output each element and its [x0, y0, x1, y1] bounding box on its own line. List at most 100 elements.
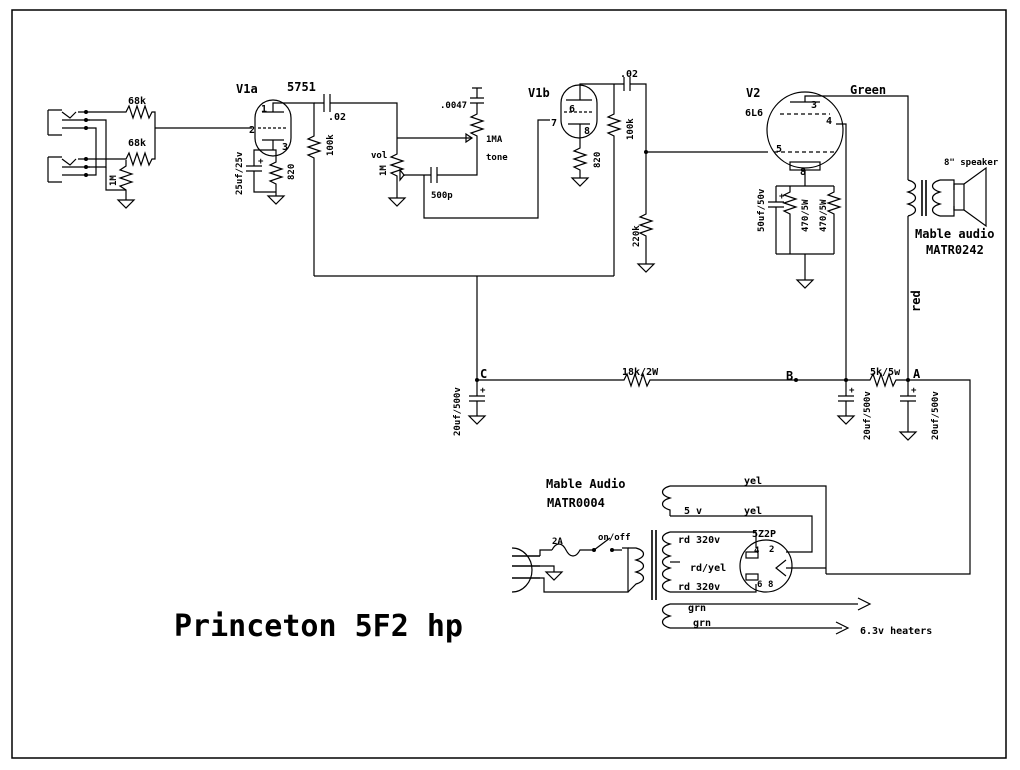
rect-pin2: 2 — [769, 545, 774, 555]
tube-v2 — [766, 91, 844, 171]
ground-symbol — [540, 565, 564, 581]
svg-text:+: + — [480, 386, 486, 396]
ground-symbol — [795, 278, 815, 289]
v2-type-label: 6L6 — [745, 108, 763, 119]
svg-text:+: + — [779, 192, 785, 202]
svg-text:+: + — [849, 386, 855, 396]
sec-rd2-label: rd 320v — [678, 582, 720, 593]
r-470-v2b-label: 470/5W — [819, 199, 829, 232]
r-100k-plate-v1a-label: 100k — [326, 134, 336, 156]
r-68k-2-label: 68k — [128, 138, 146, 149]
pot-tone — [469, 110, 485, 145]
switch-label: on/off — [598, 533, 631, 543]
v1a-pin2: 2 — [249, 125, 255, 136]
v1a-pin3: 3 — [282, 142, 288, 153]
ground-symbol — [636, 262, 656, 273]
r-470-v2a — [782, 186, 798, 254]
c-cathode-v2-label: 50uf/50v — [757, 188, 767, 232]
r-100k-plate-v1b — [606, 110, 622, 276]
node-b-label: B — [786, 369, 793, 383]
c-filter-b-label: 20uf/500v — [863, 391, 873, 440]
ground-symbol — [387, 190, 407, 207]
node-a-label: A — [913, 367, 921, 381]
v1a-label: V1a — [236, 82, 258, 96]
svg-text:+: + — [911, 386, 917, 396]
rectifier-label: 5Z2P — [752, 529, 776, 540]
v2-pin3: 3 — [811, 100, 817, 111]
v1b-pin6: 6 — [569, 104, 575, 115]
pot-volume-label: vol — [371, 151, 387, 161]
r-1m-input-label: 1M — [109, 175, 119, 186]
sec-rd1-label: rd 320v — [678, 535, 720, 546]
tube-v1b — [560, 84, 598, 139]
r-18k-supply — [620, 372, 796, 388]
output-part-label: MATR0242 — [926, 243, 984, 257]
ground-symbol — [266, 192, 286, 205]
v1b-pin7: 7 — [551, 118, 557, 129]
v2-pin8: 8 — [800, 167, 806, 178]
sec-yel2-label: yel — [744, 506, 762, 517]
heaters-label: 6.3v heaters — [860, 626, 932, 637]
v2-pin5: 5 — [776, 144, 782, 155]
rect-pin4: 4 — [754, 546, 760, 556]
speaker-icon — [953, 166, 987, 228]
ground-symbol — [116, 196, 136, 209]
c-filter-a-label: 20uf/500v — [931, 391, 941, 440]
ground-symbol — [570, 176, 590, 187]
input-jack-2 — [47, 156, 90, 183]
r-820-v1b-label: 820 — [593, 152, 603, 168]
pot-tone-value: 1MA — [486, 135, 503, 145]
r-5k-supply-label: 5k/5w — [870, 367, 901, 378]
rect-pin6: 6 — [757, 580, 762, 590]
wire-red-label: red — [909, 290, 923, 312]
c-couple2-label: .02 — [620, 69, 638, 80]
page-border — [11, 9, 1007, 759]
sec-grn1-label: grn — [688, 603, 706, 614]
c-cathode-v1a-label: 25uf/25v — [235, 151, 245, 195]
c-cathode-v2: + — [768, 186, 785, 254]
sec-grn2-label: grn — [693, 618, 711, 629]
v1b-pin8: 8 — [584, 126, 590, 137]
pot-volume — [389, 138, 405, 190]
r-18k-supply-label: 18k/2W — [622, 367, 659, 378]
c-filter-a: + — [898, 380, 918, 441]
c-couple1-label: .02 — [328, 112, 346, 123]
v1a-pin1: 1 — [261, 104, 267, 115]
r-470-v2a-label: 470/5W — [801, 199, 811, 232]
rectifier-tube — [739, 539, 793, 593]
r-470-v2b — [826, 186, 842, 254]
c-tone-label: .0047 — [440, 101, 467, 111]
c-filter-c-label: 20uf/500v — [453, 387, 463, 436]
v2-pin4: 4 — [826, 116, 832, 127]
sec-5v-label: 5 v — [684, 506, 702, 517]
r-68k-1-label: 68k — [128, 96, 146, 107]
c-cathode-v1a: + — [246, 156, 264, 185]
r-1m-input — [118, 160, 134, 196]
r-100k-plate-v1b-label: 100k — [626, 118, 636, 140]
r-820-v1a-label: 820 — [287, 164, 297, 180]
node-c-label: C — [480, 367, 487, 381]
power-brand-label: Mable Audio — [546, 477, 625, 491]
sec-rdyel-label: rd/yel — [690, 563, 726, 574]
r-68k-2 — [122, 128, 156, 167]
r-5k-supply — [826, 372, 971, 575]
ac-plug-icon — [511, 547, 540, 593]
r-100k-plate-v1a — [306, 132, 322, 276]
fuse-label: 2A — [552, 537, 563, 547]
pot-tone-label: tone — [486, 153, 508, 163]
output-transformer — [905, 179, 955, 217]
sec-yel1-label: yel — [744, 476, 762, 487]
c-filter-b: + — [836, 380, 856, 425]
wire-green-label: Green — [850, 83, 886, 97]
fuse-icon — [551, 543, 588, 557]
r-68k-1 — [122, 104, 156, 128]
c-filter-c: + — [467, 380, 487, 425]
input-jack-1 — [47, 109, 90, 136]
v2-label: V2 — [746, 86, 760, 100]
speaker-label: 8" speaker — [944, 158, 999, 168]
svg-text:+: + — [258, 157, 264, 167]
power-transformer — [627, 485, 673, 629]
r-220k-grid-label: 220k — [632, 225, 642, 247]
r-820-v1b — [572, 124, 588, 176]
v1b-label: V1b — [528, 86, 550, 100]
